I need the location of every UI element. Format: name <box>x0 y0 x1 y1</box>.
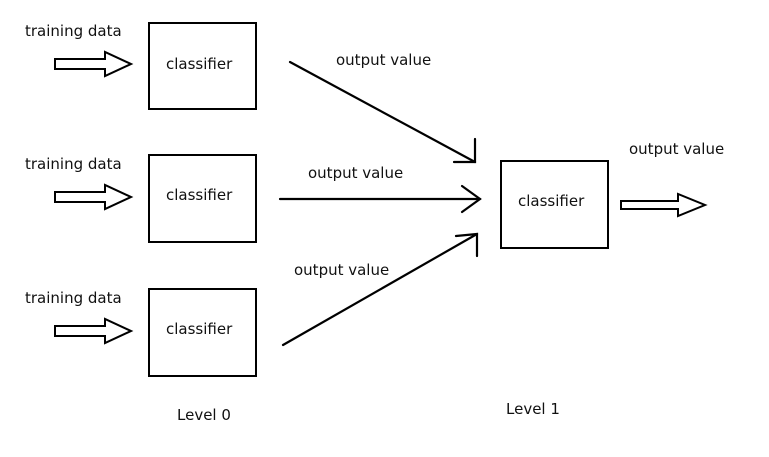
training-data-label-1: training data <box>25 22 122 40</box>
input-arrow-icon-2 <box>54 183 134 211</box>
classifier-box-level1: classifier <box>500 160 609 249</box>
output-value-label-1: output value <box>336 51 432 69</box>
connector-arrow-top <box>288 60 477 164</box>
input-arrow-icon-1 <box>54 50 134 78</box>
classifier-box-level0-3: classifier <box>148 288 257 377</box>
classifier-label-level0-1: classifier <box>166 55 233 73</box>
classifier-label-level0-3: classifier <box>166 320 233 338</box>
output-value-label-3: output value <box>294 261 390 279</box>
classifier-box-level0-1: classifier <box>148 22 257 110</box>
output-value-label-2: output value <box>308 164 404 182</box>
output-arrow-icon <box>620 192 708 218</box>
connector-arrow-bottom <box>281 232 479 347</box>
connector-arrow-middle <box>278 184 482 214</box>
training-data-label-3: training data <box>25 289 122 307</box>
level-0-label: Level 0 <box>177 406 231 424</box>
input-arrow-icon-3 <box>54 317 134 345</box>
training-data-label-2: training data <box>25 155 122 173</box>
classifier-label-level0-2: classifier <box>166 186 233 204</box>
classifier-label-level1: classifier <box>518 192 585 210</box>
level-1-label: Level 1 <box>506 400 560 418</box>
final-output-value-label: output value <box>629 140 725 158</box>
classifier-box-level0-2: classifier <box>148 154 257 243</box>
